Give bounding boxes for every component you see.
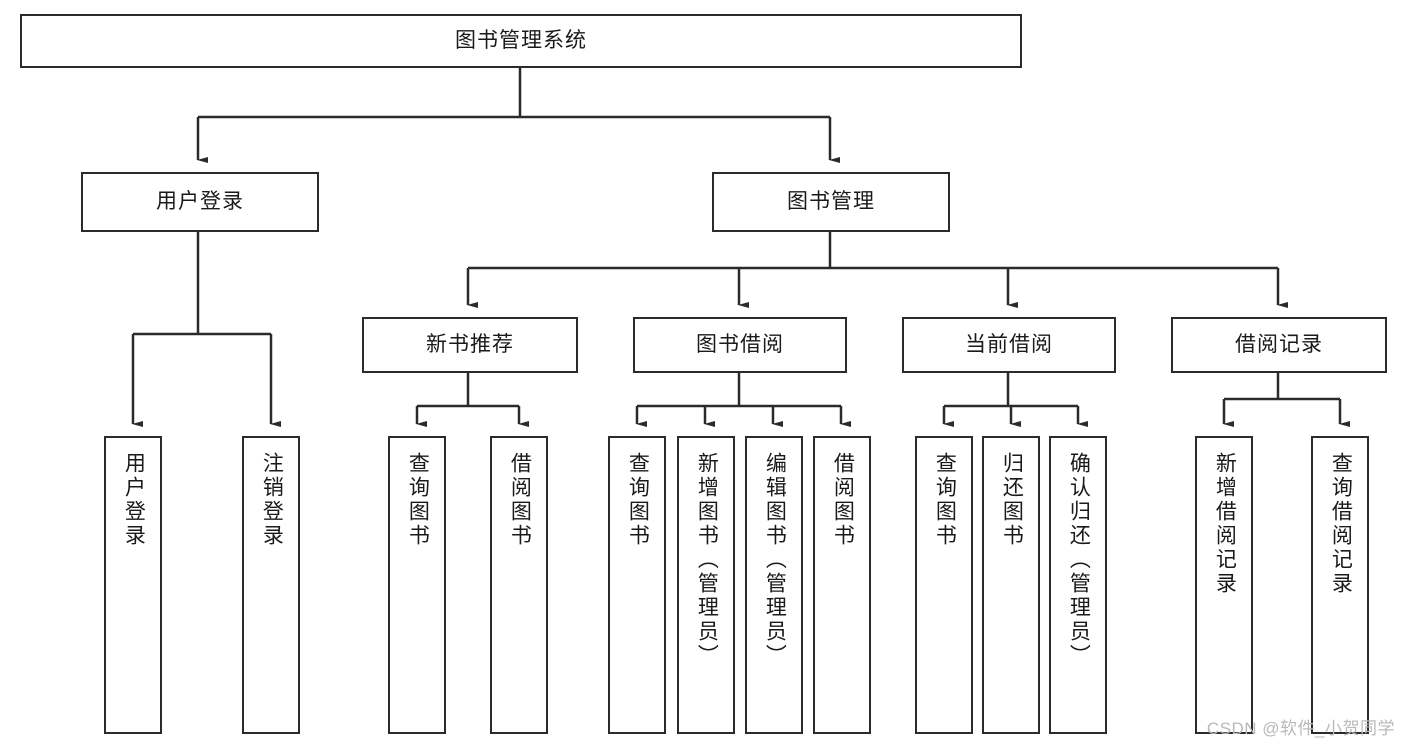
- node-leaf-borrow-book-2[interactable]: 借阅图书: [813, 436, 871, 734]
- node-leaf-add-record[interactable]: 新增借阅记录: [1195, 436, 1253, 734]
- node-leaf-query-book-3-label: 查询图书: [933, 452, 957, 548]
- node-leaf-add-book[interactable]: 新增图书（管理员）: [677, 436, 735, 734]
- node-leaf-return-book[interactable]: 归还图书: [982, 436, 1040, 734]
- node-leaf-query-record-label: 查询借阅记录: [1329, 452, 1353, 596]
- node-leaf-user-login[interactable]: 用户登录: [104, 436, 162, 734]
- node-leaf-query-book-3[interactable]: 查询图书: [915, 436, 973, 734]
- node-leaf-query-book-2[interactable]: 查询图书: [608, 436, 666, 734]
- node-leaf-user-logout[interactable]: 注销登录: [242, 436, 300, 734]
- node-book-manage[interactable]: 图书管理: [712, 172, 950, 232]
- node-leaf-add-record-label: 新增借阅记录: [1213, 452, 1237, 596]
- node-leaf-confirm-return[interactable]: 确认归还（管理员）: [1049, 436, 1107, 734]
- node-root-label: 图书管理系统: [455, 29, 587, 53]
- watermark: CSDN @软件_小贺同学: [1206, 719, 1395, 738]
- node-leaf-borrow-book-1-label: 借阅图书: [508, 452, 532, 548]
- node-root[interactable]: 图书管理系统: [20, 14, 1022, 68]
- node-leaf-edit-book-label: 编辑图书（管理员）: [763, 452, 787, 668]
- node-user-login-label: 用户登录: [156, 190, 244, 214]
- node-leaf-confirm-return-label: 确认归还（管理员）: [1067, 452, 1091, 668]
- node-leaf-return-book-label: 归还图书: [1000, 452, 1024, 548]
- node-leaf-query-book-2-label: 查询图书: [626, 452, 650, 548]
- node-leaf-add-book-label: 新增图书（管理员）: [695, 452, 719, 668]
- node-leaf-query-book-1-label: 查询图书: [406, 452, 430, 548]
- node-book-borrow[interactable]: 图书借阅: [633, 317, 847, 373]
- node-leaf-borrow-book-1[interactable]: 借阅图书: [490, 436, 548, 734]
- node-new-book-rec-label: 新书推荐: [426, 333, 514, 357]
- node-borrow-record[interactable]: 借阅记录: [1171, 317, 1387, 373]
- node-leaf-query-book-1[interactable]: 查询图书: [388, 436, 446, 734]
- node-borrow-record-label: 借阅记录: [1235, 333, 1323, 357]
- node-leaf-borrow-book-2-label: 借阅图书: [831, 452, 855, 548]
- node-leaf-user-login-label: 用户登录: [122, 452, 146, 548]
- node-leaf-edit-book[interactable]: 编辑图书（管理员）: [745, 436, 803, 734]
- node-new-book-rec[interactable]: 新书推荐: [362, 317, 578, 373]
- node-leaf-query-record[interactable]: 查询借阅记录: [1311, 436, 1369, 734]
- node-user-login[interactable]: 用户登录: [81, 172, 319, 232]
- node-current-borrow[interactable]: 当前借阅: [902, 317, 1116, 373]
- node-current-borrow-label: 当前借阅: [965, 333, 1053, 357]
- node-book-manage-label: 图书管理: [787, 190, 875, 214]
- node-book-borrow-label: 图书借阅: [696, 333, 784, 357]
- node-leaf-user-logout-label: 注销登录: [260, 452, 284, 548]
